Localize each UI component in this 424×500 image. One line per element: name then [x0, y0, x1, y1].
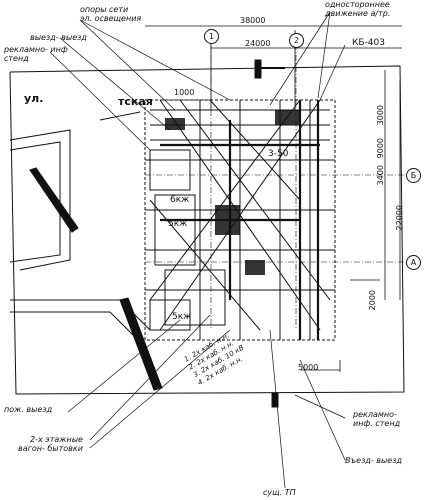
label-building-5b: 5кж: [172, 312, 192, 322]
label-street-ul: ул.: [24, 92, 44, 105]
dimension-5000: 5000: [298, 363, 319, 372]
label-entry-exit-bottom: Въезд- выезд: [345, 456, 403, 465]
label-transformer: сущ. ТП: [263, 488, 296, 497]
dimension-24000: 24000: [245, 39, 271, 48]
label-trailers: 2-х этажные вагон- бытовки: [18, 435, 83, 453]
label-ad-stand-bottom: рекламно- инф. стенд: [353, 410, 401, 428]
label-building-number: 3-50: [268, 149, 289, 159]
dimension-2000: 2000: [368, 290, 377, 311]
label-building-5: 5кж: [168, 219, 188, 229]
label-entry-exit-top: выезд- выезд: [30, 33, 87, 42]
axis-marker-2: 2: [289, 33, 304, 48]
dimension-22000: 22000: [395, 205, 404, 231]
dimension-9000: 9000: [376, 138, 385, 159]
label-crane: КБ-403: [352, 38, 385, 48]
label-street-tskaya: тская: [118, 95, 153, 108]
label-ad-stand-top: рекламно- инф стенд: [4, 45, 68, 63]
dimension-3000: 3000: [376, 105, 385, 126]
dimension-38000: 38000: [240, 16, 266, 25]
label-building-6: 6кж: [170, 195, 190, 205]
grid-axes: [145, 44, 410, 330]
dimension-1000: 1000: [174, 88, 195, 97]
axis-marker-b: Б: [406, 168, 421, 183]
label-one-way-traffic: одностороннее движение а/тр.: [325, 0, 391, 18]
dimension-3400: 3400: [376, 165, 385, 186]
label-fire-exit: пож. выезд: [4, 405, 53, 414]
direction-arrows: [29, 59, 285, 408]
leader-lines: [49, 11, 346, 489]
axis-marker-a: А: [406, 255, 421, 270]
axis-marker-1: 1: [204, 29, 219, 44]
label-lighting-poles: опоры сети эл. освещения: [80, 5, 142, 23]
